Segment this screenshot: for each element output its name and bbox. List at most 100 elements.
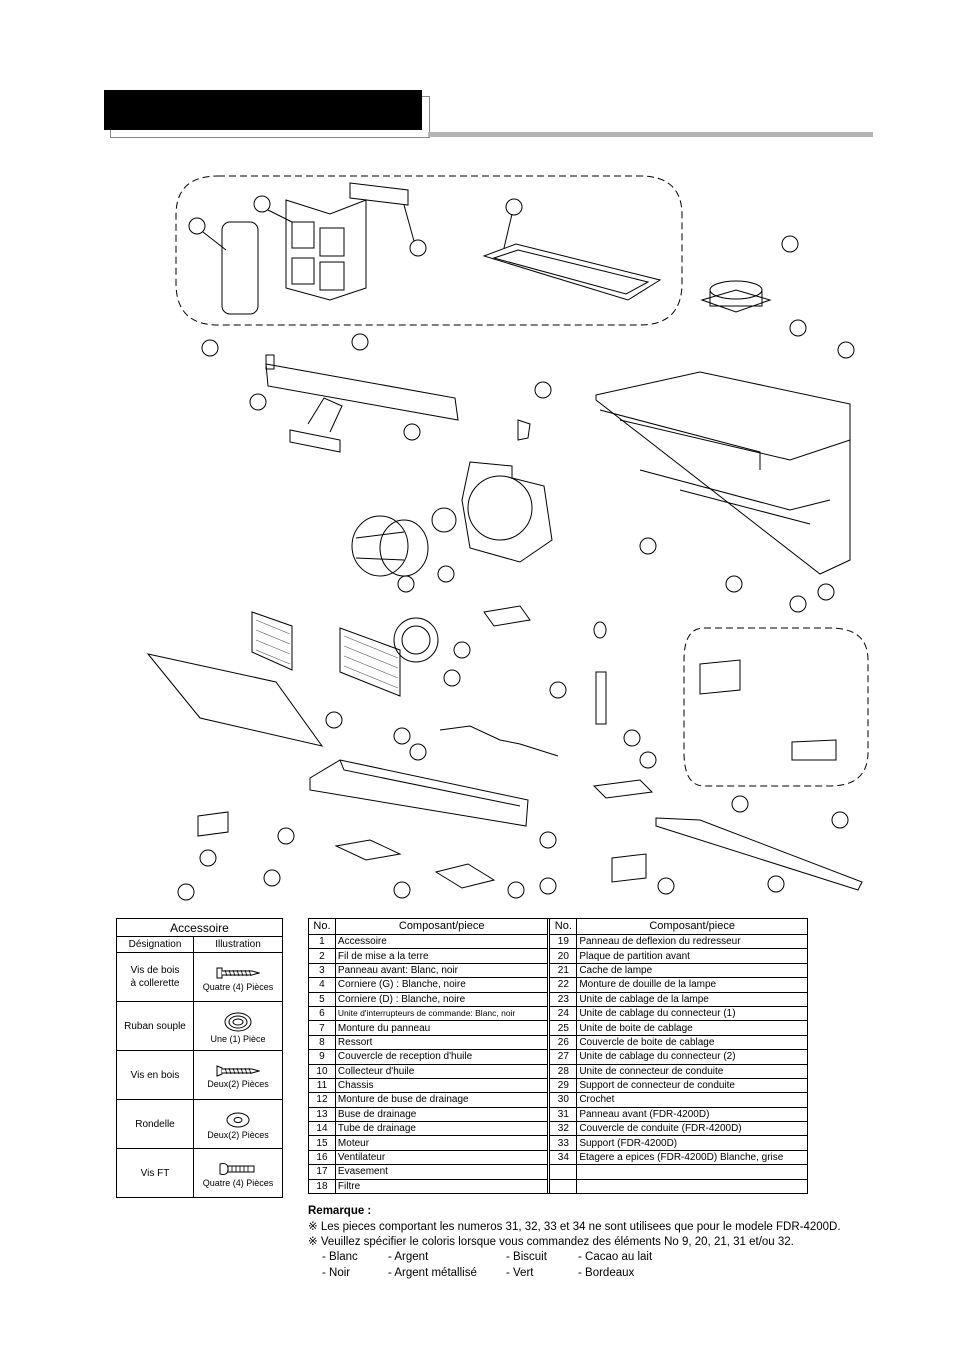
accessory-title: Accessoire [116,918,283,937]
switch-unit [289,429,341,453]
col-designation: Désignation [116,936,194,953]
filter-2 [339,627,401,697]
part-number: 34 [549,1149,578,1166]
color-option: - Biscuit [506,1251,547,1263]
accessory-qty: Quatre (4) Pièces [202,981,274,992]
part-number: 18 [308,1178,336,1195]
part-name: Unite de cablage du connecteur (2) [576,1049,808,1065]
part-number: 33 [549,1135,578,1151]
part-number: 21 [549,962,578,979]
oil-collector [309,759,529,827]
part-number: 31 [549,1106,578,1123]
header-title-bar [104,90,422,130]
part-name: Unite d'interrupteurs de commande: Blanc… [334,1005,549,1022]
front-panel [265,363,459,421]
part-number: 9 [308,1049,336,1065]
part-number: 8 [308,1034,336,1051]
part-number: 1 [308,933,336,950]
color-option: - Blanc [322,1251,358,1263]
part-number: 27 [549,1049,578,1065]
part-number: 12 [308,1092,336,1108]
part-name: Panneau de deflexion du redresseur [576,933,808,950]
col-illustration: Illustration [193,936,283,953]
part-name: Ventilateur [334,1149,549,1166]
evasement [393,617,439,663]
part-number: 3 [308,962,336,979]
fan [351,515,409,577]
bracket-piece [349,182,409,206]
part-name: Panneau avant: Blanc, noir [334,962,549,979]
spice-rack [482,243,662,301]
flange-wood-screw-icon [216,967,260,978]
part-name: Moteur [334,1135,549,1151]
part-name: Plaque de partition avant [576,948,808,964]
part-name: Couvercle de reception d'huile [334,1049,549,1065]
part-name: Accessoire [334,933,549,950]
part-number: 19 [549,933,578,950]
part-number: 25 [549,1020,578,1036]
part-number: 5 [308,991,336,1007]
parts-table: No. Composant/piece No. Composant/piece … [308,918,808,1195]
part-number: 2 [308,948,336,964]
part-name: Unite de cablage de la lampe [576,991,808,1007]
drainage-tube [595,671,607,725]
part-number: 4 [308,977,336,993]
part-name: Support de connecteur de conduite [576,1077,808,1094]
part-name: Buse de drainage [334,1106,549,1123]
accessory-name: Vis en bois [130,1069,180,1081]
filter-1 [251,611,293,671]
part-number: 29 [549,1077,578,1094]
color-option: - Argent [388,1251,429,1263]
part-name: Chassis [334,1077,549,1094]
col-name-left: Composant/piece [334,918,549,935]
accessory-table: Accessoire Désignation Illustration Vis … [116,918,283,1198]
header-rule [428,132,873,137]
part-name: Evasement [334,1164,549,1180]
part-name: Tube de drainage [334,1121,549,1137]
part-number: 22 [549,977,578,993]
accessory-group-outline [175,175,683,326]
remark-line-1: ※ Les pieces comportant les numeros 31, … [308,1220,841,1233]
part-number: 17 [308,1164,336,1180]
part-name [576,1178,808,1195]
corner-panel-right [285,199,367,301]
part-name: Fil de mise a la terre [334,948,549,964]
part-number: 24 [549,1005,578,1022]
part-number: 30 [549,1092,578,1108]
accessory-row: Ruban souple Une (1) Pièce [116,1001,283,1051]
part-number: 32 [549,1121,578,1137]
blower-housing [461,461,553,563]
accessory-name: Ruban souple [124,1020,186,1032]
part-number: 23 [549,991,578,1007]
part-number: 10 [308,1063,336,1079]
front-partition-plate [655,817,863,891]
accessory-name: Rondelle [135,1118,175,1130]
wood-screw-icon [216,1064,260,1077]
motor [431,507,457,533]
exploded-view-diagram [146,175,869,901]
part-number: 26 [549,1034,578,1051]
col-name-right: Composant/piece [576,918,808,935]
accessory-name-2: à collerette [130,978,180,989]
color-option: - Bordeaux [578,1267,635,1279]
flexible-tape-roll-icon [224,1012,252,1031]
part-number [549,1178,578,1195]
ft-screw-icon [219,1162,255,1175]
accessory-row: Vis en bois Deux(2) Pièces [116,1050,283,1100]
corner-panel-left [221,221,259,315]
